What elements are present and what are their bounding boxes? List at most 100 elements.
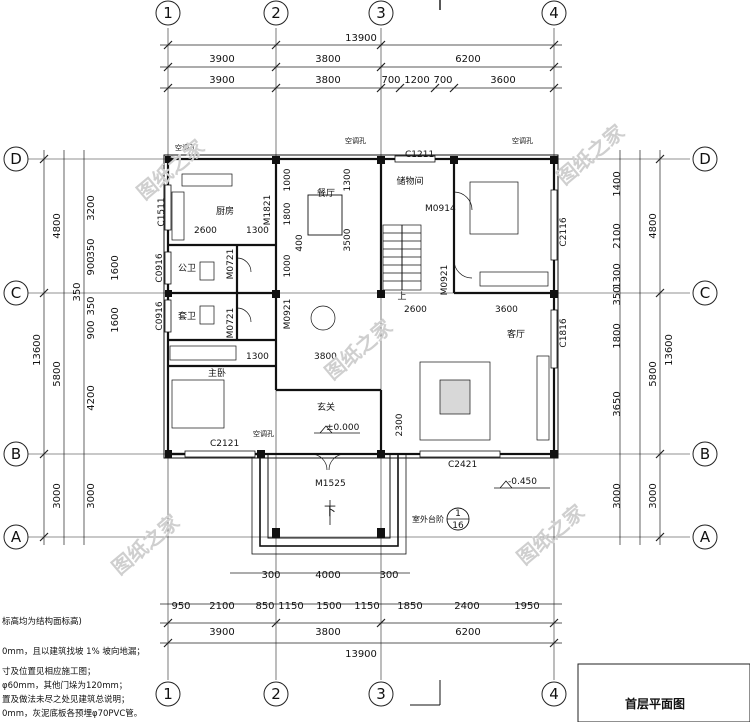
dim-right2-c: 1800 xyxy=(612,323,623,348)
dim-3800-hall: 3800 xyxy=(314,352,337,362)
code-c1816: C1816 xyxy=(559,318,569,347)
elevation-marks xyxy=(314,425,550,489)
note-5: 置及做法未尽之处见建筑总说明； xyxy=(2,694,130,705)
dim-1300-bed: 1300 xyxy=(246,352,269,362)
dim-right2-e: 350 xyxy=(612,286,623,305)
dim-top2-e: 700 xyxy=(433,75,452,86)
elevation-outdoor: -0.450 xyxy=(508,477,537,487)
dim-bot-3: 850 xyxy=(255,601,274,612)
dim-bot-total: 13900 xyxy=(345,649,377,660)
note-4: φ60mm，其他门垛为120mm； xyxy=(2,680,127,691)
dim-1800-dining: 1800 xyxy=(283,202,293,225)
windows xyxy=(164,155,558,458)
dim-right2-a: 3000 xyxy=(612,483,623,508)
top-dimensions: 13900 3900 3800 6200 3900 3800 700 1200 … xyxy=(209,33,515,86)
watermark-5: 图纸之家 xyxy=(512,499,589,569)
dim-2600-hall: 2600 xyxy=(404,305,427,315)
dim-porch-a: 300 xyxy=(261,570,280,581)
porch-down-label: 下 xyxy=(324,504,336,518)
furniture xyxy=(169,173,550,441)
dim-bot2-b: 3800 xyxy=(315,627,340,638)
code-c2421: C2421 xyxy=(448,460,477,470)
room-living: 客厅 xyxy=(507,328,525,340)
dim-top2-d: 1200 xyxy=(404,75,429,86)
dim-bot-5: 1500 xyxy=(316,601,341,612)
dim-1300-kitchen: 1300 xyxy=(246,226,269,236)
code-m0721-a: M0721 xyxy=(226,249,236,280)
axis-A-left: A xyxy=(11,528,22,546)
dim-bot2-c: 6200 xyxy=(455,627,480,638)
dim-right2-b: 3650 xyxy=(612,391,623,416)
dim-left2-a: 3000 xyxy=(86,483,97,508)
dim-3500-dining: 3500 xyxy=(343,228,353,251)
room-storage: 储物间 xyxy=(396,175,423,187)
title-block: 首层平面图 xyxy=(410,0,750,722)
dim-bot-2: 2100 xyxy=(209,601,234,612)
ac-hole-1: 空调孔 xyxy=(175,143,196,152)
axis-3-bottom: 3 xyxy=(376,685,386,703)
dim-top-c: 6200 xyxy=(455,54,480,65)
code-c0916-b: C0916 xyxy=(155,301,165,330)
room-public-wc: 公卫 xyxy=(178,263,196,274)
room-kitchen: 厨房 xyxy=(216,205,234,217)
note-2: 0mm，且以建筑找坡 1% 坡向地漏； xyxy=(2,646,145,657)
detail-callout: 1 16 xyxy=(446,507,470,531)
axis-bubbles xyxy=(3,0,718,707)
dim-left2-d: 350 xyxy=(72,282,83,301)
staircase xyxy=(382,224,422,291)
bottom-dimensions: 950 2100 850 1150 1500 1150 1850 2400 19… xyxy=(171,570,539,660)
axis-1-top: 1 xyxy=(163,4,173,22)
note-1: 标高均为结构面标高) xyxy=(2,616,82,627)
ac-hole-2: 空调孔 xyxy=(512,136,533,145)
dim-left2-c: 1600 xyxy=(110,307,121,332)
dim-top2-f: 3600 xyxy=(490,75,515,86)
doors xyxy=(236,191,473,471)
axis-A-right: A xyxy=(700,528,711,546)
dim-right-a: 3000 xyxy=(648,483,659,508)
dim-bot-7: 1850 xyxy=(397,601,422,612)
axis-2-bottom: 2 xyxy=(271,685,281,703)
dim-bot-6: 1150 xyxy=(354,601,379,612)
dim-right-c: 4800 xyxy=(648,213,659,238)
detail-number: 1 xyxy=(455,509,461,519)
room-suite-wc: 套卫 xyxy=(178,310,196,322)
dim-3600-hall: 3600 xyxy=(495,305,518,315)
axis-2-top: 2 xyxy=(271,4,281,22)
walls xyxy=(163,154,559,555)
dim-left2-h: 3200 xyxy=(86,195,97,220)
code-c1211: C1211 xyxy=(405,150,434,160)
dim-left-c: 4800 xyxy=(52,213,63,238)
code-m1821: M1821 xyxy=(263,195,273,226)
dim-top2-c: 700 xyxy=(381,75,400,86)
opening-codes: C1511 M1821 2600 1300 C1211 M0914 C2116 … xyxy=(155,136,569,524)
code-c2116: C2116 xyxy=(559,217,569,246)
axis-4-top: 4 xyxy=(549,4,559,22)
code-c0916-a: C0916 xyxy=(155,253,165,282)
axis-labels: 1 2 3 4 1 2 3 4 D C B A D C B A xyxy=(10,4,711,703)
drawing-title: 首层平面图 xyxy=(625,696,685,711)
dimension-lines xyxy=(43,44,661,644)
dim-left-s1: 900 xyxy=(86,320,97,339)
code-c2121: C2121 xyxy=(210,439,239,449)
ac-hole-3: 空调孔 xyxy=(253,429,274,438)
elevation-floor: ±0.000 xyxy=(326,423,360,433)
code-m0721-b: M0721 xyxy=(226,308,236,339)
dim-right-b: 5800 xyxy=(648,361,659,386)
dim-2300-entry: 2300 xyxy=(395,413,405,436)
axis-1-bottom: 1 xyxy=(163,685,173,703)
dim-bot-8: 2400 xyxy=(454,601,479,612)
dim-left-total: 13600 xyxy=(32,334,43,366)
dimension-ticks xyxy=(39,40,665,648)
detail-sheet: 16 xyxy=(452,521,464,531)
axis-B-right: B xyxy=(700,445,710,463)
axis-4-bottom: 4 xyxy=(549,685,559,703)
dim-left-b: 5800 xyxy=(52,361,63,386)
room-entry: 玄关 xyxy=(317,401,335,413)
dim-top2-a: 3900 xyxy=(209,75,234,86)
dim-top-total: 13900 xyxy=(345,33,377,44)
stair-up-label: 上 xyxy=(397,291,406,302)
dim-porch-c: 300 xyxy=(379,570,398,581)
structural-columns xyxy=(165,156,558,538)
axis-B-left: B xyxy=(11,445,21,463)
